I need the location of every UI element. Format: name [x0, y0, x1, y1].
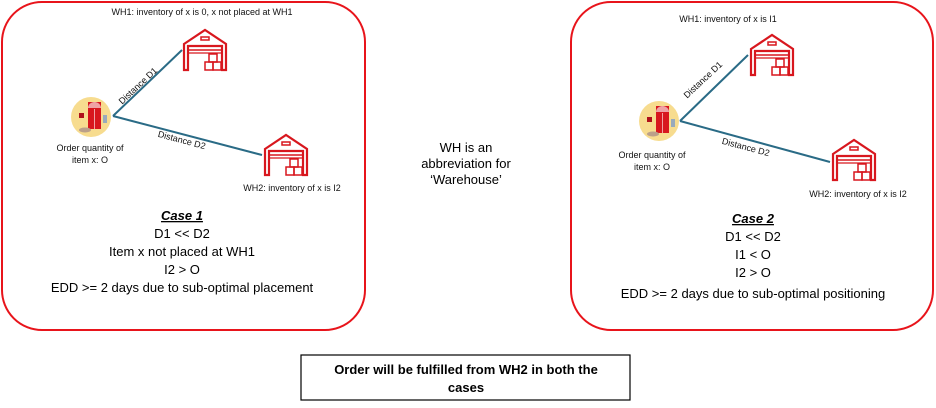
case2-line: I2 > O [735, 265, 771, 280]
warehouse-icon [749, 33, 795, 77]
warehouse-icon [263, 133, 309, 177]
case1-line: EDD >= 2 days due to sub-optimal placeme… [51, 280, 314, 295]
wh2-label: WH2: inventory of x is I2 [243, 183, 341, 193]
conclusion-text: Order will be fulfilled from WH2 in both… [334, 362, 598, 377]
customer-house-icon [638, 100, 680, 142]
distance-d1-label: Distance D1 [682, 59, 725, 100]
case1-panel: WH1: inventory of x is 0, x not placed a… [1, 1, 366, 331]
case2-frame [570, 1, 934, 331]
distance-d2-line [679, 120, 831, 163]
abbreviation-note: abbreviation for [421, 156, 511, 171]
conclusion-box: Order will be fulfilled from WH2 in both… [300, 354, 631, 401]
wh2-label: WH2: inventory of x is I2 [809, 189, 907, 199]
distance-d2-label: Distance D2 [157, 129, 207, 151]
case1-title: Case 1 [161, 208, 203, 223]
abbreviation-note: WH is an [440, 140, 493, 155]
distance-d1-line [679, 54, 749, 122]
order-label: Order quantity of [618, 150, 686, 160]
case2-line: EDD >= 2 days due to sub-optimal positio… [621, 286, 886, 301]
order-label: item x: O [72, 155, 108, 165]
distance-d1-line [112, 49, 183, 117]
warehouse-icon [182, 28, 228, 72]
order-label: Order quantity of [56, 143, 124, 153]
case1-line: Item x not placed at WH1 [109, 244, 255, 259]
customer-house-icon [70, 96, 112, 138]
conclusion-text: cases [448, 380, 484, 395]
abbreviation-note: ‘Warehouse’ [430, 172, 502, 187]
warehouse-icon [831, 138, 877, 182]
wh1-label: WH1: inventory of x is 0, x not placed a… [111, 7, 292, 17]
distance-d2-line [112, 115, 263, 156]
case2-line: D1 << D2 [725, 229, 781, 244]
distance-d1-label: Distance D1 [117, 65, 160, 106]
order-label: item x: O [634, 162, 670, 172]
case2-title: Case 2 [732, 211, 775, 226]
case2-line: I1 < O [735, 247, 771, 262]
case2-panel: WH1: inventory of x is I1 WH2: inventory… [570, 1, 934, 331]
case1-frame [1, 1, 366, 331]
case1-line: D1 << D2 [154, 226, 210, 241]
case1-line: I2 > O [164, 262, 200, 277]
wh1-label: WH1: inventory of x is I1 [679, 14, 777, 24]
